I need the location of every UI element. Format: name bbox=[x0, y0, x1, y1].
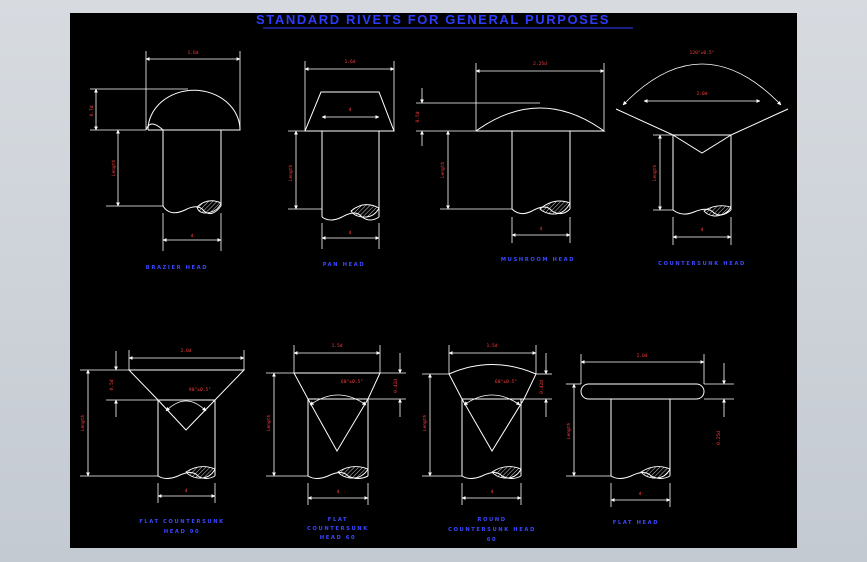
caption-flat-cs90-line2: HEAD 90 bbox=[164, 529, 200, 535]
caption-round-cs60-line1: ROUND bbox=[477, 517, 506, 523]
brazier-head-dim: 1.6d bbox=[187, 50, 198, 56]
caption-brazier-head: BRAZIER HEAD bbox=[146, 265, 208, 271]
caption-countersunk-head: COUNTERSUNK HEAD bbox=[658, 261, 746, 267]
countersunk-shank-dim: d bbox=[701, 227, 704, 233]
flat-cs90-length-dim: Length bbox=[80, 414, 86, 431]
caption-mushroom-head: MUSHROOM HEAD bbox=[501, 257, 575, 263]
caption-flat-cs90-line1: FLAT COUNTERSUNK bbox=[139, 519, 225, 525]
round-cs60-head-dim: 1.5d bbox=[486, 343, 497, 349]
countersunk-length-dim: Length bbox=[652, 164, 658, 181]
flat-cs90-shank-dim: d bbox=[185, 488, 188, 494]
caption-round-cs60-line2: COUNTERSUNK HEAD bbox=[448, 527, 536, 533]
flat-cs60-angle-dim: 60°±0.5° bbox=[341, 379, 363, 385]
caption-round-cs60-line3: 60 bbox=[487, 537, 497, 543]
mushroom-length-dim: Length bbox=[440, 161, 446, 178]
flat-cs90-head-dim: 2.0d bbox=[180, 348, 191, 354]
countersunk-angle-dim: 120°±0.5° bbox=[690, 50, 715, 56]
round-cs60-shank-dim: d bbox=[491, 489, 494, 495]
rivet-flat-countersunk-90: 90°±0.5° 2.0d 0.5d Length d bbox=[80, 348, 246, 503]
mushroom-shank-dim: d bbox=[540, 226, 543, 232]
flat-head-shank-dim: d bbox=[639, 491, 642, 497]
pan-shank-dim: d bbox=[349, 230, 352, 236]
rivet-flat-countersunk-60: 60°±0.5° 1.5d 0.42d Length d bbox=[266, 343, 406, 505]
rivet-round-countersunk-60: 60°±0.5° 1.5d 0.42d Length d bbox=[422, 343, 552, 505]
rivet-brazier-head: 1.6d 0.7d Length d bbox=[89, 50, 241, 251]
flat-head-length-dim: Length bbox=[566, 422, 572, 439]
caption-flat-cs60-line1: FLAT bbox=[328, 517, 348, 523]
pan-length-dim: Length bbox=[288, 164, 294, 181]
mushroom-height-dim: 0.5d bbox=[415, 111, 421, 122]
cad-drawing-canvas: STANDARD RIVETS FOR GENERAL PURPOSES 1.6… bbox=[70, 13, 797, 548]
round-cs60-height-dim: 0.42d bbox=[539, 380, 545, 394]
countersunk-head-dim: 2.0d bbox=[696, 91, 707, 97]
pan-inner-dim: d bbox=[349, 107, 352, 113]
pan-head-dim: 1.6d bbox=[344, 59, 355, 65]
flat-cs90-height-dim: 0.5d bbox=[109, 379, 115, 390]
rivet-flat-head: 2.0d 0.25d Length d bbox=[566, 353, 734, 507]
flat-cs90-angle-dim: 90°±0.5° bbox=[189, 387, 211, 393]
brazier-length-dim: Length bbox=[111, 159, 117, 176]
round-cs60-angle-dim: 60°±0.5° bbox=[495, 379, 517, 385]
mushroom-head-dim: 2.25d bbox=[533, 61, 547, 67]
rivet-mushroom-head: 2.25d 0.5d Length d bbox=[415, 61, 606, 243]
rivet-drawing: STANDARD RIVETS FOR GENERAL PURPOSES 1.6… bbox=[80, 13, 789, 543]
rivet-countersunk-head: 120°±0.5° 2.0d Length d bbox=[615, 50, 789, 245]
flat-cs60-shank-dim: d bbox=[337, 489, 340, 495]
flat-cs60-head-dim: 1.5d bbox=[331, 343, 342, 349]
flat-head-dim: 2.0d bbox=[636, 353, 647, 359]
brazier-height-dim: 0.7d bbox=[89, 105, 95, 116]
caption-flat-cs60-line3: HEAD 60 bbox=[320, 535, 356, 541]
caption-flat-cs60-line2: COUNTERSUNK bbox=[307, 526, 369, 532]
caption-flat-head: FLAT HEAD bbox=[613, 520, 659, 526]
round-cs60-length-dim: Length bbox=[422, 414, 428, 431]
flat-head-height-dim: 0.25d bbox=[716, 431, 722, 445]
drawing-title: STANDARD RIVETS FOR GENERAL PURPOSES bbox=[256, 13, 610, 27]
caption-pan-head: PAN HEAD bbox=[323, 262, 366, 268]
rivet-pan-head: 1.6d d Length d bbox=[288, 59, 395, 249]
brazier-shank-dim: d bbox=[191, 233, 194, 239]
flat-cs60-length-dim: Length bbox=[266, 414, 272, 431]
flat-cs60-height-dim: 0.42d bbox=[393, 379, 399, 393]
